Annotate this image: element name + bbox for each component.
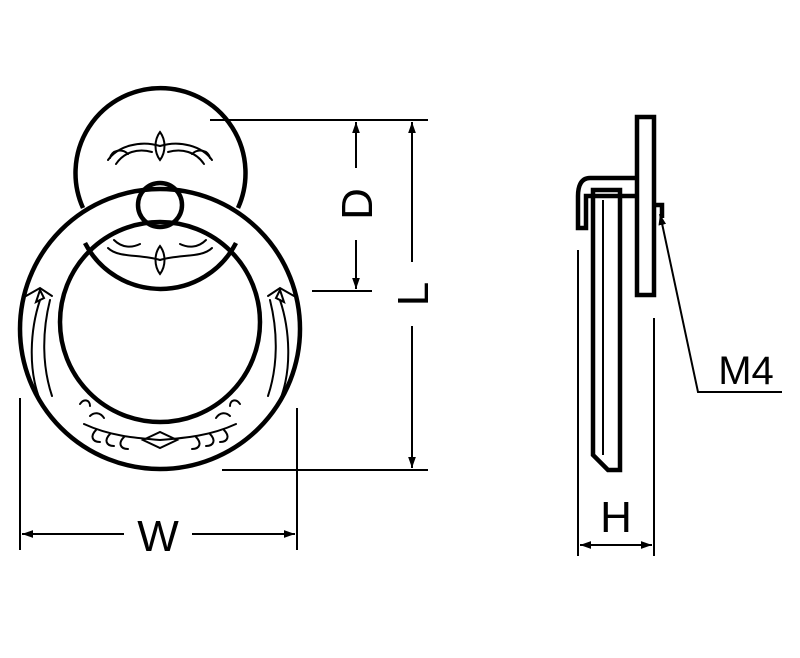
ring-engraving-right: [267, 286, 295, 401]
front-view: [17, 85, 303, 472]
ring-engraving-bottom: [79, 399, 241, 450]
dimension-h: H: [577, 250, 655, 556]
thread-leader-line: [658, 213, 782, 393]
side-backplate: [634, 114, 657, 298]
ring-outer: [17, 186, 303, 472]
dimension-l: L: [222, 122, 438, 471]
side-view: [575, 114, 665, 473]
label-l: L: [389, 282, 438, 306]
label-m4: M4: [718, 349, 774, 393]
side-ring-profile: [590, 187, 623, 473]
backplate-rosette: [73, 85, 248, 209]
label-w: W: [137, 512, 179, 561]
backplate-inner-arc: [83, 241, 238, 292]
side-screw-stub: [654, 202, 665, 218]
label-d: D: [333, 188, 382, 220]
thread-callout: M4: [658, 213, 782, 393]
ring-inner: [57, 219, 263, 425]
ring-engraving-left: [25, 286, 53, 401]
rosette-ornament-top: [107, 130, 213, 165]
dimension-w: W: [19, 398, 298, 561]
side-hinge-loop: [575, 175, 637, 231]
rosette-ornament-bottom: [107, 239, 213, 276]
dimension-d: D: [210, 119, 428, 292]
pivot-knob: [135, 180, 185, 230]
label-h: H: [600, 493, 632, 542]
